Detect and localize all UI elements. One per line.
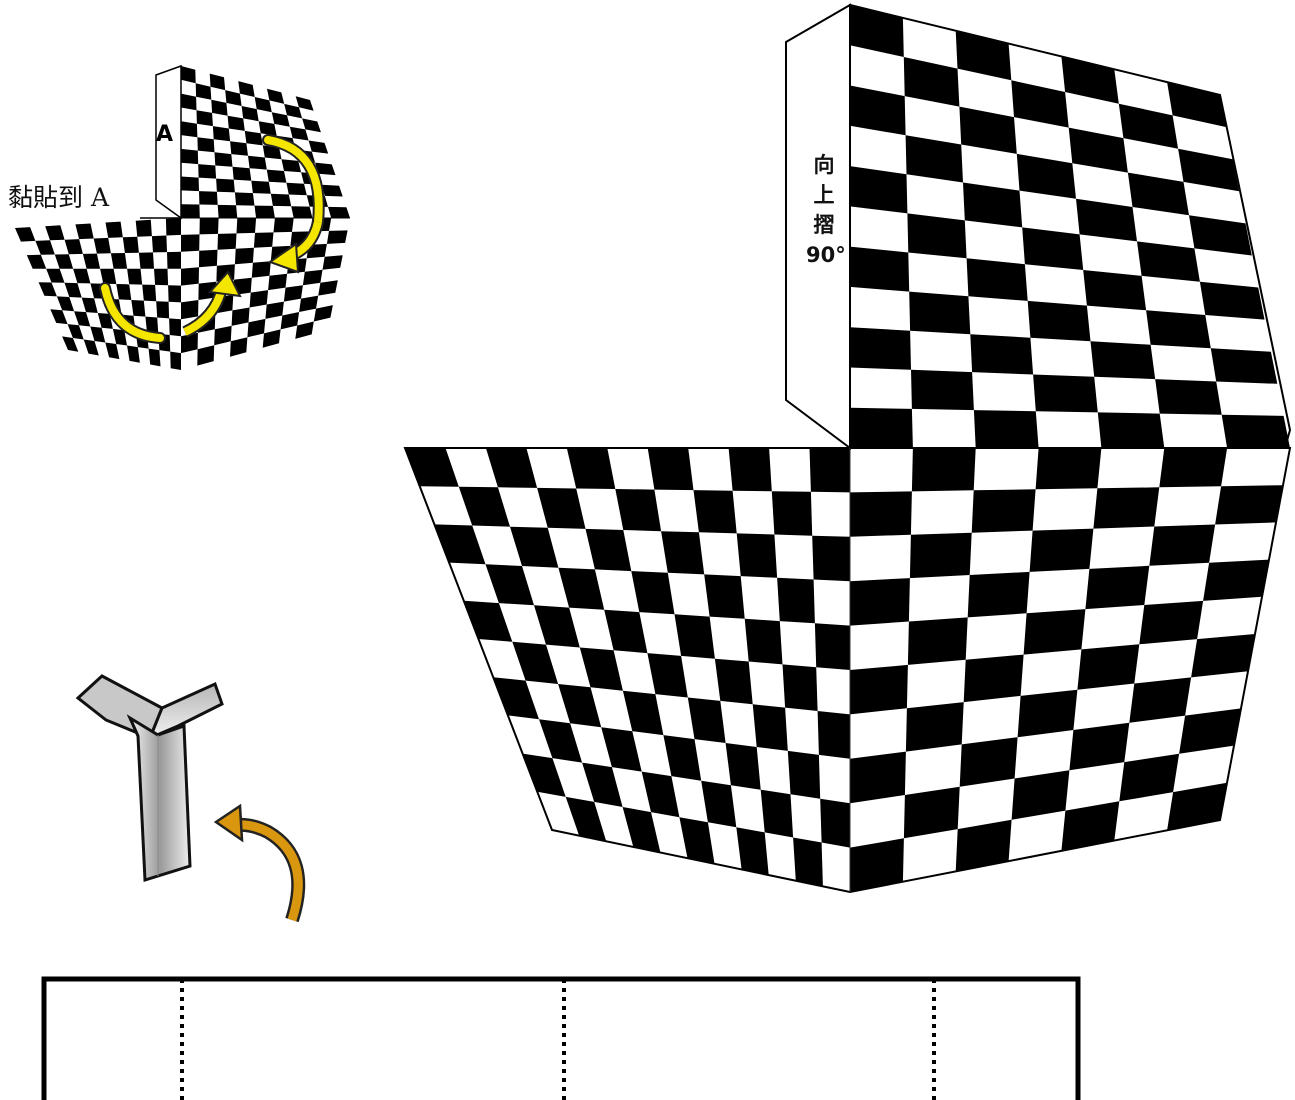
large-top-checker-face xyxy=(850,5,1290,448)
mini-bottom-right-checker-face xyxy=(181,218,350,370)
cut-strip xyxy=(44,979,1078,1100)
fold-label-char: 90° xyxy=(806,240,842,270)
flap-A-label: A xyxy=(156,122,173,147)
mini-bottom-left-checker-face xyxy=(15,218,181,370)
large-bottom-right-checker-face xyxy=(850,448,1290,892)
fold-label-char: 上 xyxy=(806,180,842,210)
glue-to-A-label: 黏貼到 A xyxy=(8,178,109,214)
fold-up-90-label: 向 上 摺 90° xyxy=(806,150,842,270)
y-stand-icon xyxy=(78,676,222,880)
fold-label-char: 向 xyxy=(806,150,842,180)
orange-curved-arrow-icon xyxy=(216,806,298,920)
fold-label-char: 摺 xyxy=(806,210,842,240)
large-bottom-left-checker-face xyxy=(405,448,850,892)
